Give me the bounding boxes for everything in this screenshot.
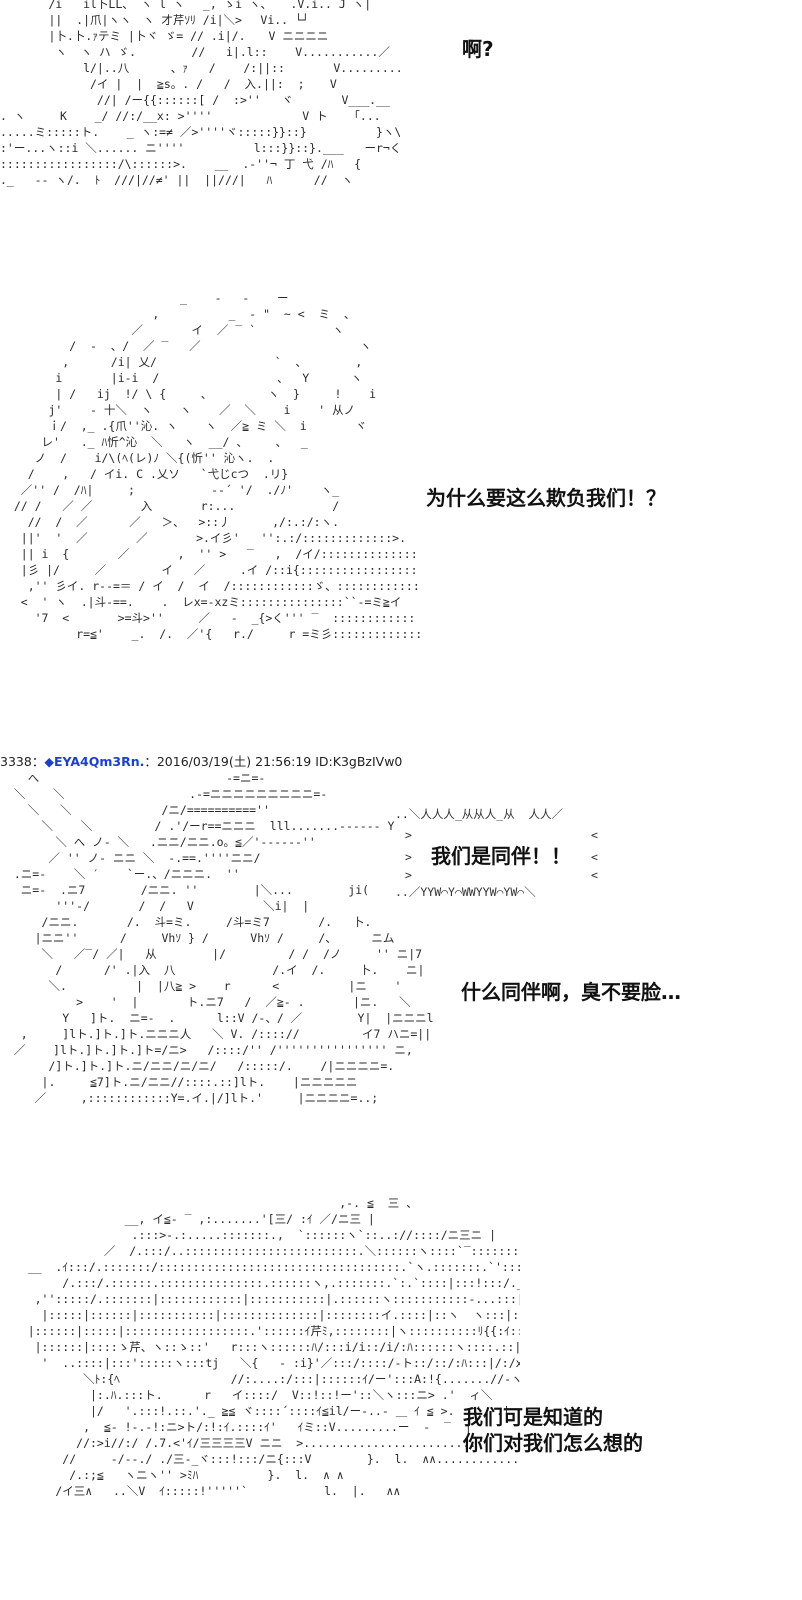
post-number: 3338 (0, 754, 32, 769)
shout-rim-bottom: ..／YYW⌒Y⌒WWYYW⌒YW⌒＼ (395, 885, 536, 899)
dialogue-line-4b: 你们对我们怎么想的 (463, 1431, 643, 1455)
ascii-art-panel-2: _ - - ー , _ ‐ " ~ < ミ 、 ／ イ ／ ‾ ` ヽ / ‐ … (13, 291, 420, 641)
shout-text: 我们是同伴！！ (431, 844, 571, 868)
shout-rim-right: < (591, 850, 598, 864)
post-datetime: ：2016/03/19(土) 21:56:19 ID:K3gBzIVw0 (144, 754, 403, 769)
shout-rim-right: < (591, 868, 598, 882)
shout-rim-right: < (591, 828, 598, 842)
dialogue-line-4: 我们可是知道的 你们对我们怎么想的 (463, 1404, 643, 1456)
dialogue-line-2: 为什么要这么欺负我们！？ (426, 486, 666, 510)
shout-bubble: ..＼人人人_从从人_从 人人／ > > > < < < ..／YYW⌒Y⌒WW… (395, 806, 615, 902)
post-separator: ： (31, 754, 45, 769)
shout-rim-left: > (405, 868, 412, 882)
post-header: 3338：◆EYA4Qm3Rn.：2016/03/19(土) 21:56:19 … (0, 751, 402, 770)
poster-name-link[interactable]: EYA4Qm3Rn (53, 754, 140, 769)
shout-rim-left: > (405, 850, 412, 864)
ascii-art-panel-3: へ -=ニ=- ＼ ＼ .-=ニニニニニニニニニ=- ＼ ＼ /ニ/======… (13, 771, 434, 1105)
shout-rim-top: ..＼人人人_从从人_从 人人／ (395, 807, 564, 821)
dialogue-line-3: 什么同伴啊，臭不要脸… (461, 980, 681, 1004)
trip-diamond-icon: ◆ (44, 754, 54, 769)
ascii-art-panel-4: ,‐. ≦ 三 、 __, イ≦‐ ‾ ,:.......'[三/ :ｲ ／/ニ… (27, 1196, 520, 1498)
dialogue-line-1: 啊? (462, 37, 494, 61)
dialogue-line-4a: 我们可是知道的 (463, 1405, 603, 1429)
shout-rim-left: > (405, 828, 412, 842)
poster-name-suffix: . (139, 754, 145, 769)
ascii-art-panel-1: /i il卜LL、 ヽ l ヽ _, ゝi ヽ、 .V.i.. J ヽ| || … (0, 0, 400, 187)
